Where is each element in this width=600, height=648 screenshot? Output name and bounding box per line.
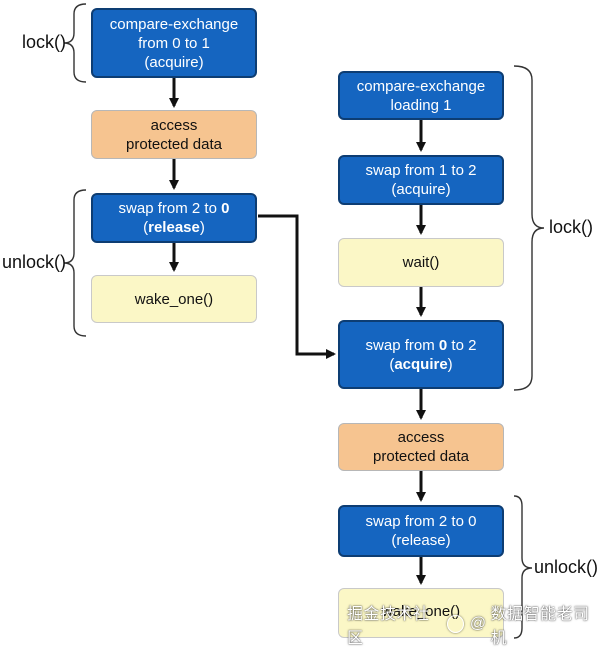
arrow-release-to-acquire: [258, 214, 336, 359]
right-box6-line2: (release): [391, 532, 451, 549]
right-swap-zero-acquire-box: swap from 0 to 2 (acquire): [338, 320, 504, 389]
left-box3-close: ): [199, 219, 205, 236]
right-box4-post: to 2: [447, 336, 477, 354]
right-box5-line1: access: [397, 429, 445, 446]
right-box1-line1: compare-exchange: [356, 77, 486, 95]
right-box4-open: (: [389, 355, 395, 373]
watermark-logo-icon: [446, 615, 464, 633]
left-box3-line1: swap from 2 to 0: [119, 199, 230, 218]
right-box4-pre: swap from: [365, 336, 439, 354]
right-box2-line1: swap from 1 to 2: [365, 162, 477, 179]
left-box3-pre: swap from 2 to: [118, 200, 222, 217]
left-box3-ordering: release: [148, 219, 200, 236]
left-box4-text: wake_one(): [134, 290, 214, 308]
watermark-text-1: 掘金技术社区: [347, 606, 430, 647]
right-box1-line2: loading 1: [390, 96, 452, 114]
left-box1-line2: from 0 to 1: [138, 34, 210, 52]
left-wake-one-box: wake_one(): [91, 275, 257, 323]
right-access-data-box: access protected data: [338, 423, 504, 471]
right-box6-line1: swap from 2 to 0: [365, 513, 477, 530]
brace-left-unlock: [63, 189, 87, 337]
left-box3-open: (: [143, 219, 149, 236]
brace-left-lock: [63, 3, 87, 83]
left-box3-value: 0: [221, 200, 230, 217]
right-box5-line2: protected data: [373, 448, 469, 465]
brace-right-unlock: [513, 495, 533, 639]
right-box4-ordering: acquire: [394, 355, 448, 373]
left-access-data-box: access protected data: [91, 110, 257, 159]
left-box2-line1: access: [150, 116, 198, 134]
right-swap-release-box: swap from 2 to 0 (release): [338, 505, 504, 557]
right-swap-acquire-box: swap from 1 to 2 (acquire): [338, 155, 504, 205]
right-box4-value: 0: [438, 336, 448, 354]
left-box1-line3: (acquire): [144, 53, 204, 71]
brace-right-lock: [513, 65, 545, 391]
right-box4-line1: swap from 0 to 2: [366, 336, 477, 355]
left-swap-release-box: swap from 2 to 0 (release): [91, 193, 257, 243]
right-wait-box: wait(): [338, 238, 504, 287]
right-lock-label: lock(): [549, 217, 593, 237]
left-compare-exchange-box: compare-exchange from 0 to 1 (acquire): [91, 8, 257, 78]
right-box7-text: wake_one(): [381, 603, 461, 620]
right-box4-line2: (acquire): [366, 355, 477, 374]
watermark: 掘金技术社区 @ 数据智能老司机: [347, 600, 600, 648]
right-box4-close: ): [447, 355, 453, 373]
left-box3-line2: (release): [119, 218, 230, 237]
left-lock-label: lock(): [22, 32, 66, 52]
right-box2-line2: (acquire): [391, 181, 451, 198]
right-unlock-label: unlock(): [534, 557, 599, 577]
left-unlock-label: unlock(): [2, 252, 67, 272]
watermark-text-2: 数据智能老司机: [490, 606, 590, 647]
watermark-at: @: [469, 615, 487, 632]
left-box2-line2: protected data: [126, 135, 222, 153]
right-compare-exchange-box: compare-exchange loading 1: [338, 71, 504, 120]
left-box1-line1: compare-exchange: [109, 15, 239, 33]
right-wake-one-box: wake_one(): [338, 588, 504, 638]
right-box3-text: wait(): [402, 254, 440, 271]
